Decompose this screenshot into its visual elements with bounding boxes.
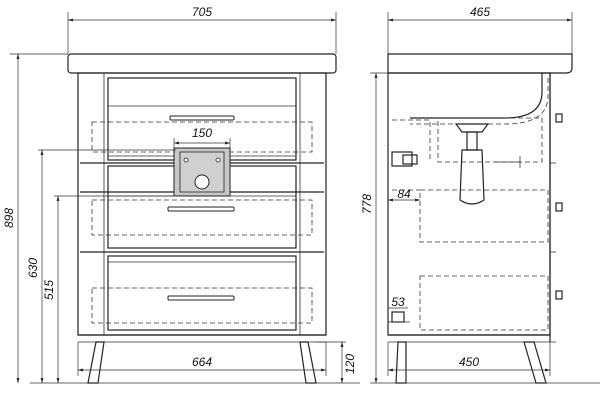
side-view: 465 778 84 53 450 xyxy=(360,5,600,384)
side-knob xyxy=(555,113,563,123)
dim-height-778: 778 xyxy=(360,194,374,214)
dim-inner-width: 664 xyxy=(192,355,212,369)
front-drawer-bottom xyxy=(91,255,313,331)
dim-height-515: 515 xyxy=(42,280,56,300)
drawer-handle xyxy=(167,295,235,301)
dim-leg-height: 120 xyxy=(343,354,357,374)
dim-width-overall: 705 xyxy=(192,5,212,19)
mount-hole-icon xyxy=(215,157,221,163)
front-leg-right xyxy=(299,341,317,384)
side-knob xyxy=(555,202,563,212)
mount-hole-icon xyxy=(183,157,189,163)
plumbing-plate xyxy=(173,147,231,197)
dim-height-overall: 898 xyxy=(2,208,16,228)
side-leg-left xyxy=(395,341,407,384)
front-countertop xyxy=(67,53,337,74)
dim-depth-overall: 465 xyxy=(470,5,490,19)
drawer-handle xyxy=(169,115,235,121)
side-countertop xyxy=(387,53,573,74)
dim-plate-width: 150 xyxy=(192,126,212,140)
drawer-handle xyxy=(167,206,235,212)
siphon-trap xyxy=(437,117,543,205)
side-knob xyxy=(555,290,563,300)
side-leg-right xyxy=(523,341,547,384)
front-view: 705 898 630 515 150 664 120 xyxy=(2,5,360,384)
dim-offset-53: 53 xyxy=(391,295,405,309)
front-leg-left xyxy=(87,341,105,384)
dim-offset-84: 84 xyxy=(397,187,411,201)
dim-base-depth: 450 xyxy=(459,355,479,369)
dim-height-630: 630 xyxy=(26,258,40,278)
